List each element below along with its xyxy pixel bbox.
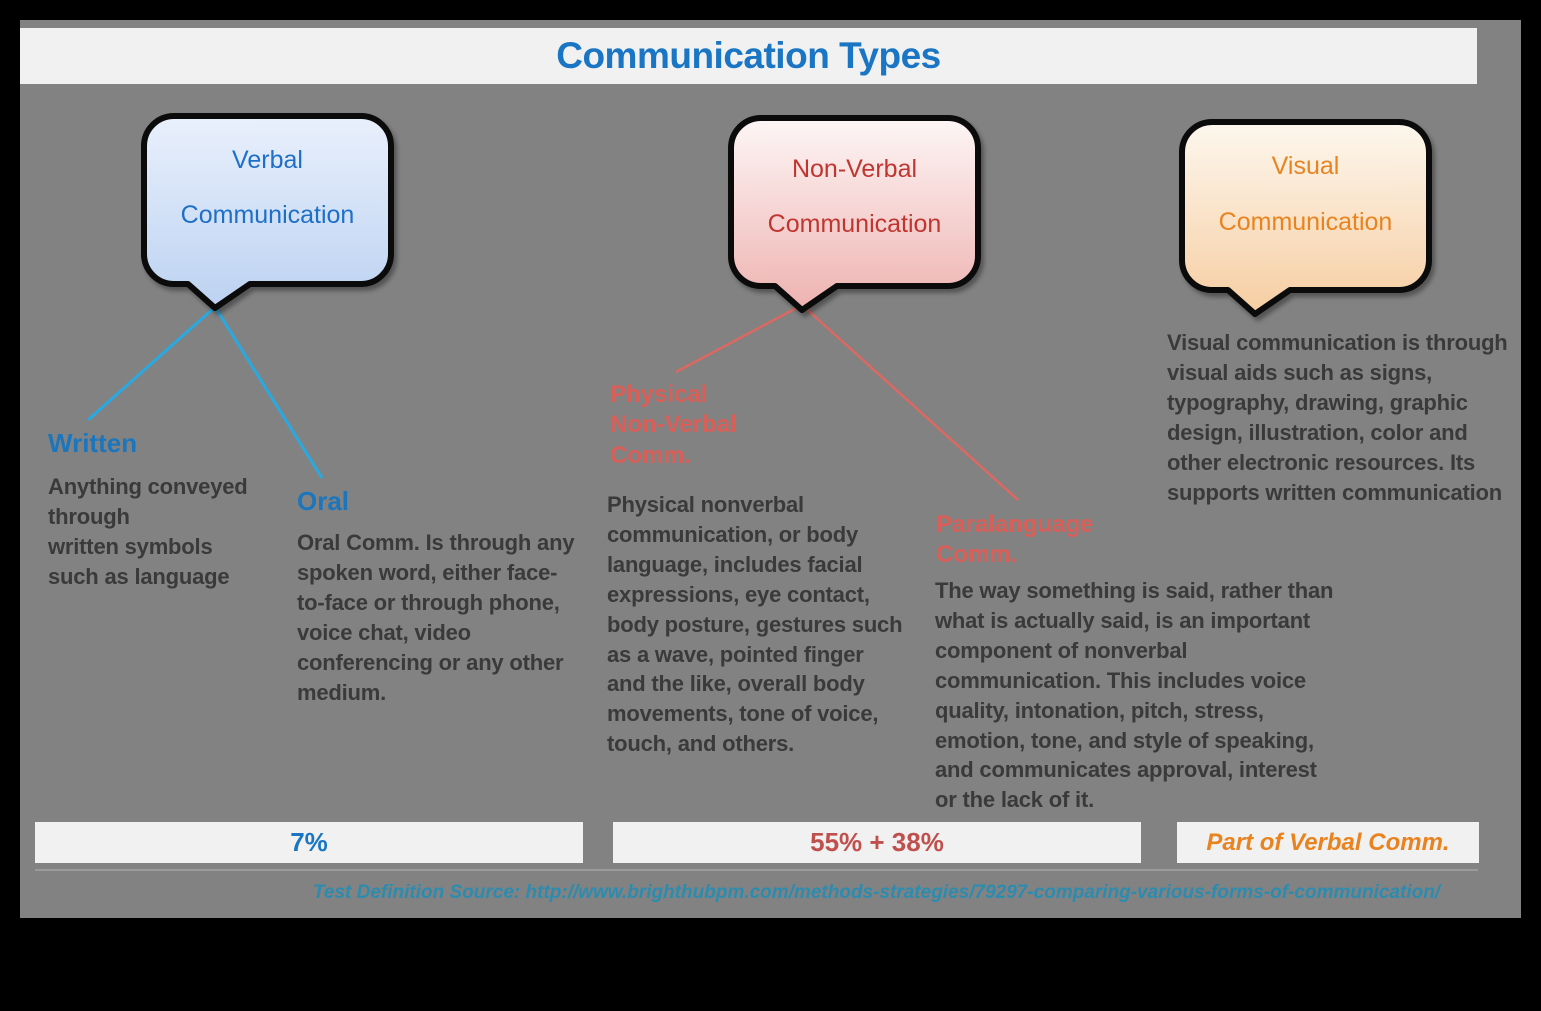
oral-heading: Oral xyxy=(297,486,350,516)
verbal-bubble-label-line2: Communication xyxy=(180,201,355,229)
verbal-bubble-label-line1: Verbal xyxy=(232,146,303,174)
verbal-bubble xyxy=(141,113,394,311)
source-link[interactable]: Test Definition Source: http://www.brigh… xyxy=(313,882,1441,903)
physical-nonverbal-heading: Physical Non-Verbal Comm. xyxy=(610,381,737,469)
nonverbal-bubble xyxy=(728,115,981,313)
verbal-stat-value: 7% xyxy=(290,827,328,857)
oral-description: Oral Comm. Is through any spoken word, e… xyxy=(297,530,575,705)
written-description: Anything conveyed through written symbol… xyxy=(48,474,248,589)
visual-stat-value: Part of Verbal Comm. xyxy=(1206,828,1450,856)
written-heading: Written xyxy=(48,428,138,458)
paralanguage-heading: Paralanguage Comm. xyxy=(936,511,1094,569)
nonverbal-stat-bar: 55% + 38% xyxy=(613,822,1141,863)
page-title: Communication Types xyxy=(556,35,941,76)
nonverbal-bubble-label-line1: Non-Verbal xyxy=(791,155,918,183)
physical-nonverbal-description: Physical nonverbal communication, or bod… xyxy=(607,492,903,757)
verbal-to-oral-line xyxy=(213,306,324,479)
paralanguage-description: The way something is said, rather than w… xyxy=(935,578,1334,813)
footer-divider xyxy=(35,869,1478,871)
nonverbal-to-physical-line xyxy=(675,303,803,374)
nonverbal-bubble-label-line2: Communication xyxy=(767,210,942,238)
nonverbal-to-paralanguage-line xyxy=(801,304,1019,501)
verbal-to-written-line xyxy=(87,305,216,422)
connector-lines xyxy=(87,303,1019,501)
verbal-stat-bar: 7% xyxy=(35,822,583,863)
visual-stat-bar: Part of Verbal Comm. xyxy=(1177,822,1479,863)
visual-bubble-label-line1: Visual xyxy=(1271,152,1340,180)
visual-bubble xyxy=(1179,119,1432,317)
nonverbal-stat-value: 55% + 38% xyxy=(810,827,944,857)
diagram-canvas: Communication Types Verbal Communication xyxy=(20,20,1521,918)
visual-description: Visual communication is through visual a… xyxy=(1167,330,1508,505)
title-bar: Communication Types xyxy=(20,28,1477,84)
visual-bubble-label-line2: Communication xyxy=(1218,208,1393,236)
